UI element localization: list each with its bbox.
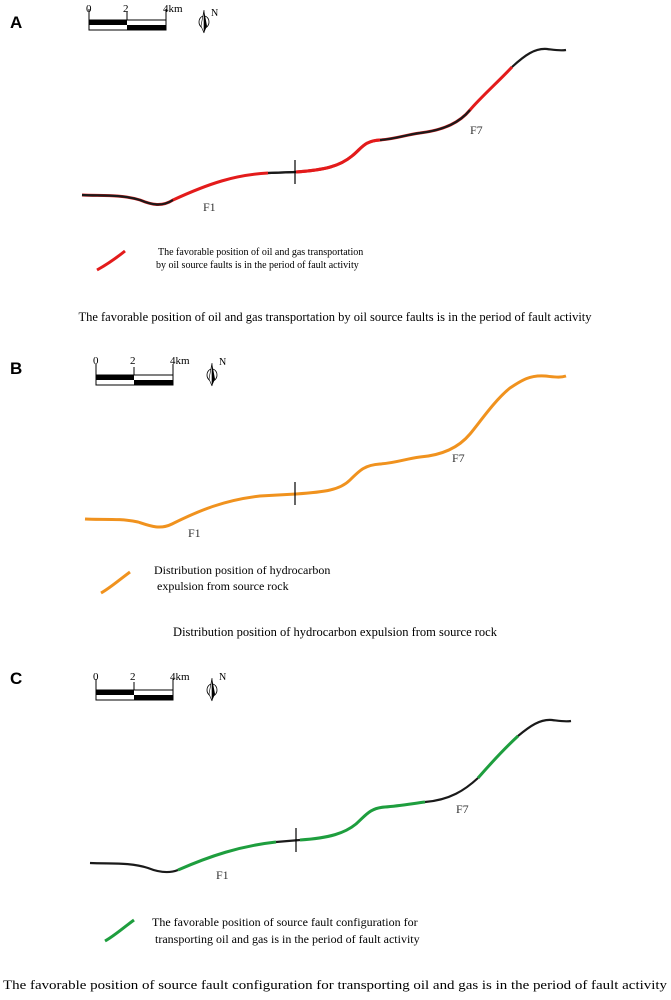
panel-a-legend-swatch [96, 249, 126, 272]
panel-c-north-label: N [219, 672, 226, 683]
panel-c-legend: The favorable position of source fault c… [104, 915, 420, 946]
panel-c-scale-label-4km: 4km [170, 671, 190, 683]
panel-b-legend-swatch [100, 570, 131, 595]
panel-b-north-label: N [219, 357, 226, 368]
panel-c-north-arrow-icon [206, 677, 218, 702]
panel-c-legend-line-1: The favorable position of source fault c… [152, 915, 418, 929]
panel-a-fault-label-f1: F1 [203, 200, 216, 214]
panel-b-caption: Distribution position of hydrocarbon exp… [173, 625, 498, 639]
panel-c-scale-label-0: 0 [93, 671, 99, 683]
panel-b-legend-line-1: Distribution position of hydrocarbon [154, 563, 330, 577]
panel-c-fault-label-f7: F7 [456, 802, 469, 816]
panel-a-north-arrow-icon [198, 9, 210, 34]
panel-a-legend-line-1: The favorable position of oil and gas tr… [158, 247, 363, 258]
panel-a-caption: The favorable position of oil and gas tr… [78, 310, 592, 324]
panel-b-scale-label-0: 0 [93, 355, 99, 367]
panel-b: B 0 2 4km N F1 F7 Distribution position … [10, 355, 567, 639]
panel-c-letter: C [10, 669, 22, 688]
panel-b-fault-trace [84, 374, 567, 529]
panel-a-legend-line-2: by oil source faults is in the period of… [156, 260, 359, 271]
panel-b-fault-label-f7: F7 [452, 451, 465, 465]
panel-a-letter: A [10, 13, 22, 32]
panel-b-north-arrow-icon [206, 362, 218, 387]
panel-a-legend: The favorable position of oil and gas tr… [96, 247, 363, 272]
panel-c-scale-bar: 0 2 4km [93, 671, 190, 701]
panel-a-fault-trace [81, 47, 567, 206]
panel-a-scale-label-0: 0 [86, 3, 92, 15]
panel-a-scale-label-4km: 4km [163, 3, 183, 15]
panel-b-scale-label-4km: 4km [170, 355, 190, 367]
panel-b-legend-line-2: expulsion from source rock [154, 579, 289, 593]
panel-c-fault-label-f1: F1 [216, 868, 229, 882]
panel-b-scale-label-2: 2 [130, 355, 136, 367]
panel-c-scale-label-2: 2 [130, 671, 136, 683]
panel-a-fault-label-f7: F7 [470, 123, 483, 137]
panel-a-scale-label-2: 2 [123, 3, 129, 15]
panel-b-fault-label-f1: F1 [188, 526, 201, 540]
panel-a-north-label: N [211, 8, 218, 19]
panel-b-legend: Distribution position of hydrocarbon exp… [100, 563, 330, 595]
panel-c-caption: The favorable position of source fault c… [3, 978, 668, 992]
panel-c-legend-swatch [104, 918, 135, 943]
panel-a: A 0 2 4km N [10, 3, 592, 324]
panel-a-scale-bar: 0 2 4km [86, 3, 183, 31]
panel-b-letter: B [10, 359, 22, 378]
panel-c: C 0 2 4km N F1 F7 [3, 669, 668, 992]
panel-c-fault-trace [89, 718, 572, 874]
panel-c-legend-line-2: transporting oil and gas is in the perio… [152, 932, 420, 946]
panel-b-scale-bar: 0 2 4km [93, 355, 190, 386]
